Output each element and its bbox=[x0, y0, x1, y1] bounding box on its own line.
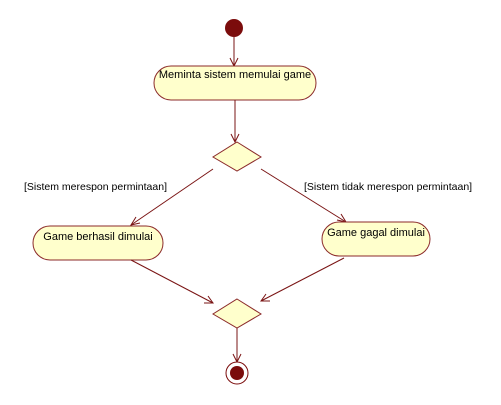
action-game-success-label: Game berhasil dimulai bbox=[43, 231, 152, 243]
edge-failed-to-merge bbox=[260, 257, 345, 302]
edge-merge-to-final bbox=[232, 328, 242, 364]
edge-initial-to-request bbox=[229, 37, 239, 68]
action-request-start-label: Meminta sistem memulai game bbox=[159, 69, 311, 81]
merge-node bbox=[212, 298, 262, 329]
edge-success-to-merge bbox=[130, 259, 214, 304]
final-node bbox=[225, 361, 249, 385]
initial-node bbox=[225, 19, 243, 37]
guard-label-left: [Sistem merespon permintaan] bbox=[24, 181, 167, 193]
guard-label-right: [Sistem tidak merespon permintaan] bbox=[304, 181, 472, 193]
action-game-failed-label: Game gagal dimulai bbox=[327, 227, 425, 239]
action-game-failed: Game gagal dimulai bbox=[321, 221, 431, 257]
edge-request-to-decision bbox=[230, 100, 240, 144]
action-request-start: Meminta sistem memulai game bbox=[153, 65, 317, 101]
edge-decision-to-success bbox=[129, 168, 214, 226]
decision-node bbox=[212, 141, 262, 172]
action-game-success: Game berhasil dimulai bbox=[32, 225, 164, 261]
edge-decision-to-failed bbox=[260, 168, 348, 223]
